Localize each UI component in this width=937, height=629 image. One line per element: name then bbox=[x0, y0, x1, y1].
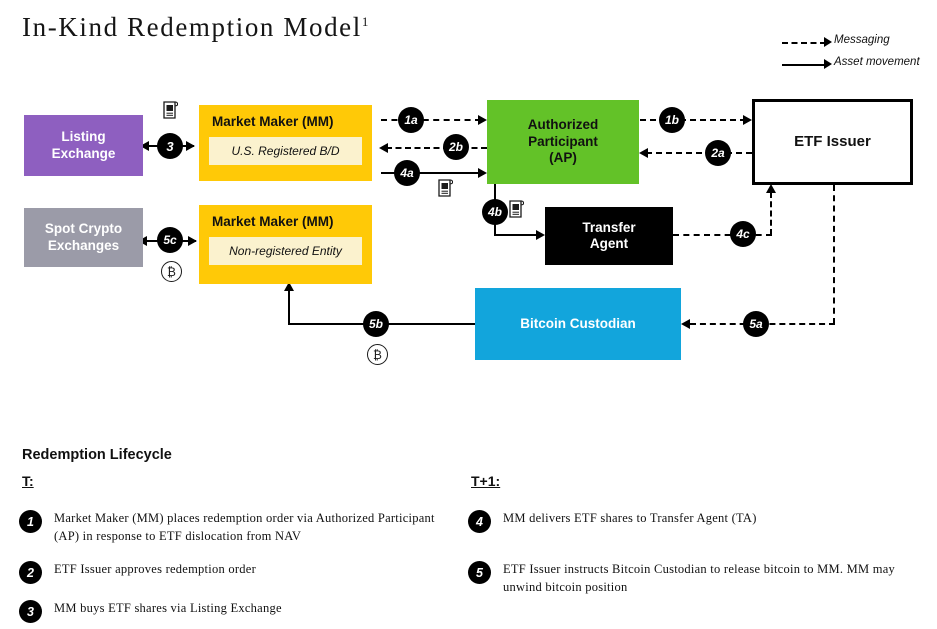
lifecycle-item-1-number: 1 bbox=[19, 510, 42, 533]
connector-5a-vline bbox=[833, 185, 835, 324]
node-spot-crypto-exchanges[interactable]: Spot Crypto Exchanges bbox=[24, 208, 143, 267]
legend-label-messaging: Messaging bbox=[834, 34, 890, 46]
badge-step-4c[interactable]: 4c bbox=[730, 221, 756, 247]
lifecycle-column-header-t: T: bbox=[22, 473, 34, 489]
document-icon-4a bbox=[438, 179, 453, 197]
node-bitcoin-custodian[interactable]: Bitcoin Custodian bbox=[475, 288, 681, 360]
legend: Messaging Asset movement bbox=[782, 33, 937, 77]
badge-step-2b[interactable]: 2b bbox=[443, 134, 469, 160]
etf-issuer-label: ETF Issuer bbox=[794, 132, 871, 150]
page-title-text: In-Kind Redemption Model bbox=[22, 12, 362, 42]
node-listing-exchange[interactable]: Listing Exchange bbox=[24, 115, 143, 176]
solid-arrow-icon bbox=[782, 64, 826, 66]
lifecycle-item-5-text: ETF Issuer instructs Bitcoin Custodian t… bbox=[503, 562, 896, 594]
connector-2b-line bbox=[386, 147, 487, 149]
lifecycle-item-3-number: 3 bbox=[19, 600, 42, 623]
legend-label-asset-movement: Asset movement bbox=[834, 56, 920, 68]
connector-1a-arrow bbox=[478, 115, 487, 125]
lifecycle-item-4: 4 MM delivers ETF shares to Transfer Age… bbox=[468, 510, 923, 533]
bitcoin-custodian-label: Bitcoin Custodian bbox=[520, 315, 636, 331]
bitcoin-icon-5c: ₿ bbox=[161, 261, 182, 282]
spot-crypto-line1: Spot Crypto bbox=[44, 221, 123, 237]
ap-line2: Participant bbox=[528, 133, 598, 149]
connector-4a-line bbox=[381, 172, 481, 174]
connector-4a-arrow bbox=[478, 168, 487, 178]
market-maker-top-subtitle: U.S. Registered B/D bbox=[209, 137, 362, 165]
connector-1b-arrow bbox=[743, 115, 752, 125]
lifecycle-item-1-text: Market Maker (MM) places redemption orde… bbox=[54, 511, 435, 543]
spot-crypto-line2: Exchanges bbox=[47, 237, 120, 253]
lifecycle-item-3-text: MM buys ETF shares via Listing Exchange bbox=[54, 601, 282, 615]
connector-2a-arrow bbox=[639, 148, 648, 158]
dashed-arrow-icon bbox=[782, 42, 826, 46]
node-market-maker-top[interactable]: Market Maker (MM) U.S. Registered B/D bbox=[199, 105, 372, 181]
badge-step-1b[interactable]: 1b bbox=[659, 107, 685, 133]
connector-3-arrow-right bbox=[186, 141, 195, 151]
connector-1a-line bbox=[381, 119, 481, 121]
market-maker-top-title: Market Maker (MM) bbox=[212, 114, 334, 129]
lifecycle-item-1: 1 Market Maker (MM) places redemption or… bbox=[19, 510, 439, 546]
lifecycle-item-5: 5 ETF Issuer instructs Bitcoin Custodian… bbox=[468, 561, 923, 597]
lifecycle-item-2-text: ETF Issuer approves redemption order bbox=[54, 562, 256, 576]
connector-1b-line bbox=[640, 119, 746, 121]
lifecycle-item-2: 2 ETF Issuer approves redemption order bbox=[19, 561, 439, 584]
badge-step-4a[interactable]: 4a bbox=[394, 160, 420, 186]
document-icon-3 bbox=[163, 101, 178, 119]
bitcoin-icon-5b: ₿ bbox=[367, 344, 388, 365]
legend-row-messaging: Messaging bbox=[782, 33, 937, 55]
connector-4c-arrow bbox=[766, 184, 776, 193]
transfer-agent-line1: Transfer bbox=[582, 219, 636, 235]
lifecycle-item-5-number: 5 bbox=[468, 561, 491, 584]
badge-step-5a[interactable]: 5a bbox=[743, 311, 769, 337]
badge-step-5c[interactable]: 5c bbox=[157, 227, 183, 253]
connector-5b-arrow bbox=[284, 282, 294, 291]
dashed-arrow-head-icon bbox=[824, 37, 832, 47]
connector-3-arrow-left bbox=[140, 141, 149, 151]
connector-4b-arrow bbox=[536, 230, 545, 240]
document-icon-4b bbox=[509, 200, 524, 218]
badge-step-2a[interactable]: 2a bbox=[705, 140, 731, 166]
title-footnote-marker: 1 bbox=[361, 14, 369, 29]
ap-line1: Authorized bbox=[527, 117, 599, 133]
page-title: In-Kind Redemption Model1 bbox=[22, 12, 368, 43]
connector-5b-vline bbox=[288, 290, 290, 324]
lifecycle-column-header-t1: T+1: bbox=[471, 473, 501, 489]
node-etf-issuer[interactable]: ETF Issuer bbox=[752, 99, 913, 185]
market-maker-bottom-title: Market Maker (MM) bbox=[212, 214, 334, 229]
node-market-maker-bottom[interactable]: Market Maker (MM) Non-registered Entity bbox=[199, 205, 372, 284]
listing-exchange-line1: Listing bbox=[61, 129, 106, 145]
solid-arrow-head-icon bbox=[824, 59, 832, 69]
lifecycle-item-3: 3 MM buys ETF shares via Listing Exchang… bbox=[19, 600, 439, 623]
connector-4c-vline bbox=[770, 192, 772, 235]
connector-5c-arrow-right bbox=[188, 236, 197, 246]
lifecycle-item-4-text: MM delivers ETF shares to Transfer Agent… bbox=[503, 511, 757, 525]
badge-step-1a[interactable]: 1a bbox=[398, 107, 424, 133]
connector-2b-arrow bbox=[379, 143, 388, 153]
connector-5a-arrow bbox=[681, 319, 690, 329]
badge-step-5b[interactable]: 5b bbox=[363, 311, 389, 337]
node-authorized-participant[interactable]: Authorized Participant (AP) bbox=[487, 100, 639, 184]
listing-exchange-line2: Exchange bbox=[51, 145, 116, 161]
legend-row-asset-movement: Asset movement bbox=[782, 55, 937, 77]
connector-4c-hline bbox=[673, 234, 772, 236]
badge-step-4b[interactable]: 4b bbox=[482, 199, 508, 225]
lifecycle-item-4-number: 4 bbox=[468, 510, 491, 533]
lifecycle-heading: Redemption Lifecycle bbox=[22, 447, 172, 463]
market-maker-bottom-subtitle: Non-registered Entity bbox=[209, 237, 362, 265]
connector-2a-line bbox=[646, 152, 752, 154]
lifecycle-item-2-number: 2 bbox=[19, 561, 42, 584]
badge-step-3[interactable]: 3 bbox=[157, 133, 183, 159]
transfer-agent-line2: Agent bbox=[589, 236, 629, 251]
ap-line3: (AP) bbox=[549, 150, 577, 166]
node-transfer-agent[interactable]: Transfer Agent bbox=[545, 207, 673, 265]
connector-4b-hline bbox=[494, 234, 540, 236]
